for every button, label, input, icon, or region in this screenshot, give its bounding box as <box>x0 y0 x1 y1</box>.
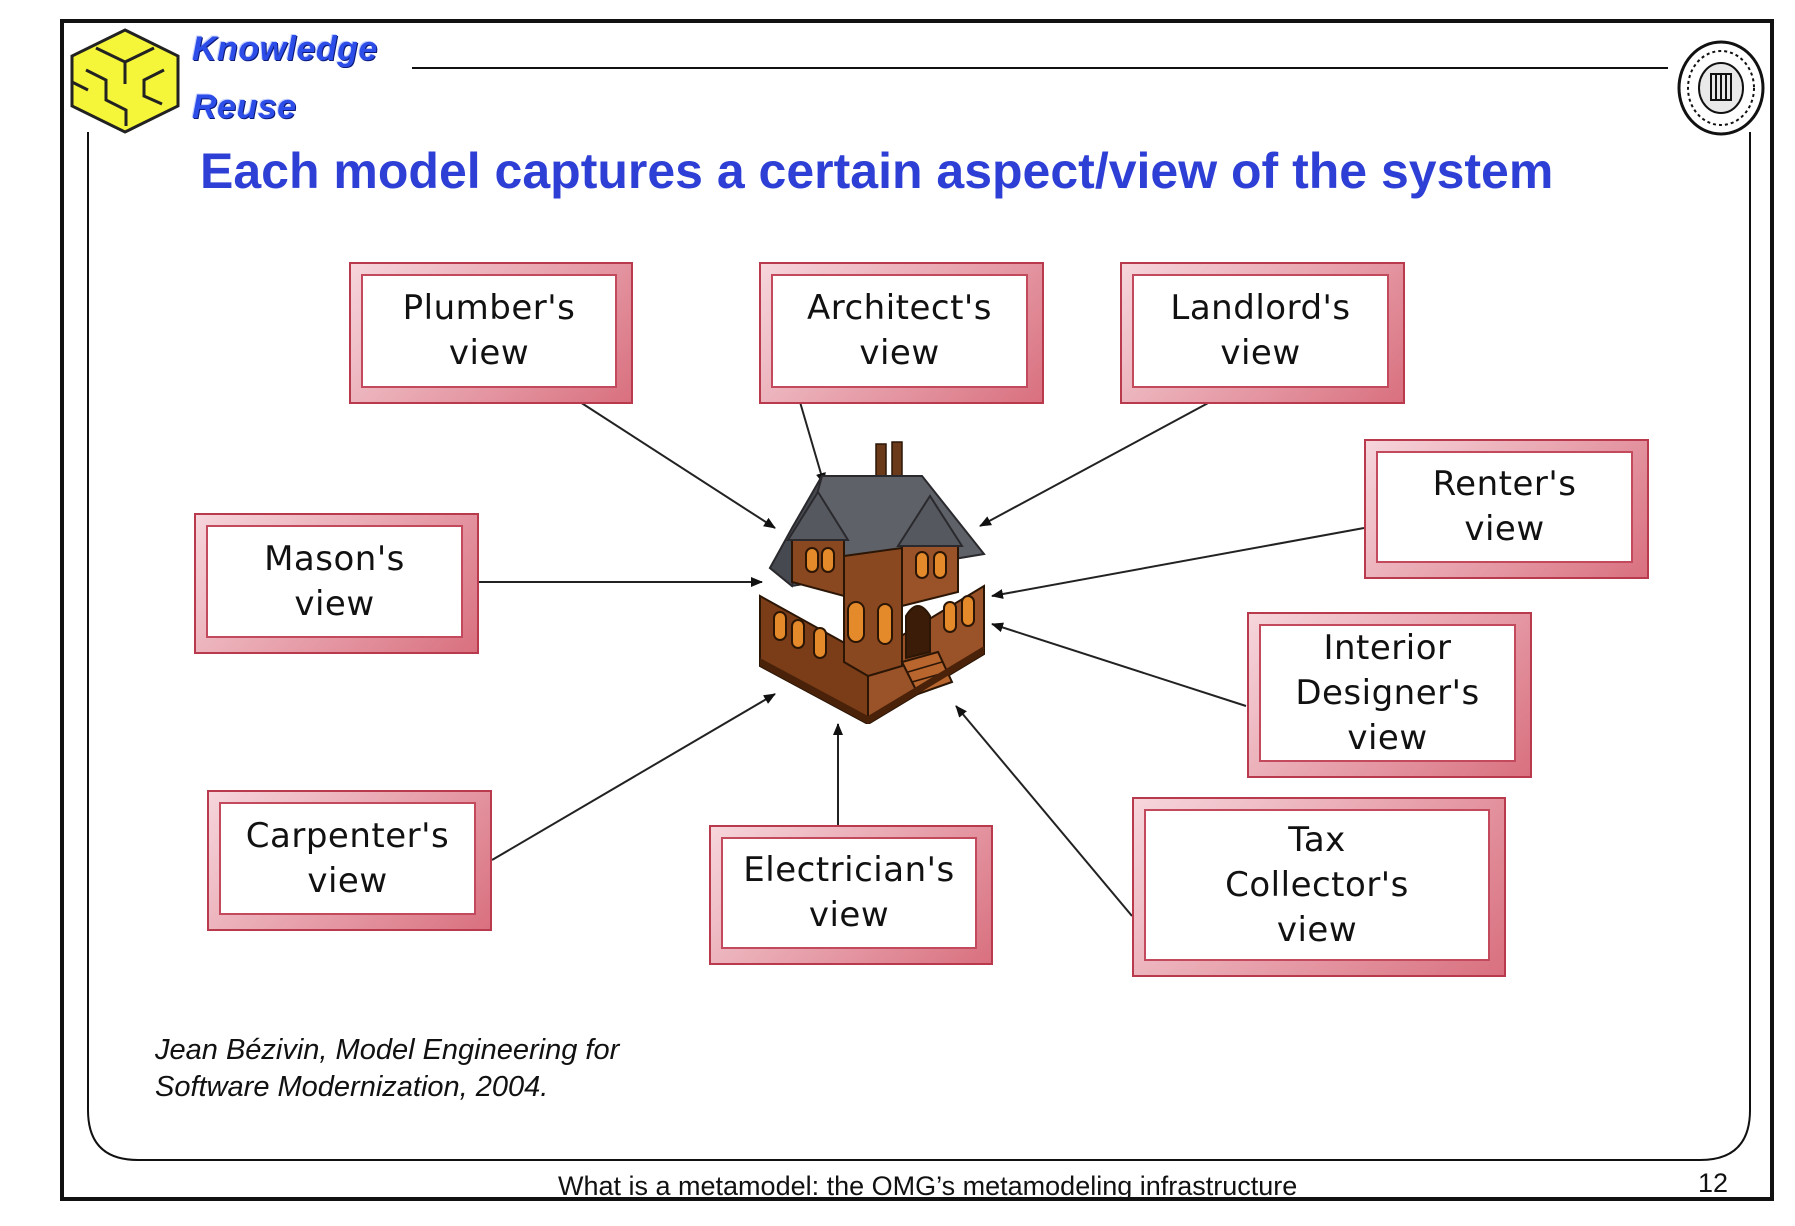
view-box-interior-designer: Interior Designer's view <box>1247 612 1532 778</box>
view-label-mason: Mason's view <box>264 538 405 624</box>
house-icon <box>759 441 986 724</box>
view-label-renter: Renter's view <box>1432 464 1577 549</box>
footer-text: What is a metamodel: the OMG’s metamodel… <box>558 1171 1298 1201</box>
view-label-tax-collector: Tax Collector's view <box>1225 819 1409 950</box>
slide-frame <box>60 19 1774 1201</box>
brand-title-line-2: Reuse <box>192 88 297 126</box>
view-label-architect: Architect's view <box>806 288 992 373</box>
brand-title-line-1: Knowledge <box>192 30 378 68</box>
slide-title: Each model captures a certain aspect/vie… <box>200 143 1554 199</box>
view-label-interior-designer: Interior Designer's view <box>1295 627 1480 758</box>
view-box-carpenter: Carpenter's view <box>207 790 492 931</box>
university-seal-icon <box>1677 40 1765 136</box>
view-box-landlord: Landlord's view <box>1120 262 1405 404</box>
page-number: 12 <box>1698 1168 1729 1198</box>
view-box-electrician: Electrician's view <box>709 825 993 965</box>
citation: Jean Bézivin, Model Engineering for Soft… <box>155 1034 620 1103</box>
view-label-plumber: Plumber's view <box>402 288 576 373</box>
cube-puzzle-logo-icon <box>70 28 180 134</box>
view-box-mason: Mason's view <box>194 513 479 654</box>
view-label-electrician: Electrician's view <box>743 850 955 935</box>
view-box-plumber: Plumber's view <box>349 262 633 404</box>
view-label-carpenter: Carpenter's view <box>245 815 450 901</box>
view-box-renter: Renter's view <box>1364 439 1649 579</box>
view-label-landlord: Landlord's view <box>1170 288 1351 373</box>
view-box-architect: Architect's view <box>759 262 1044 404</box>
view-box-tax-collector: Tax Collector's view <box>1132 797 1506 977</box>
